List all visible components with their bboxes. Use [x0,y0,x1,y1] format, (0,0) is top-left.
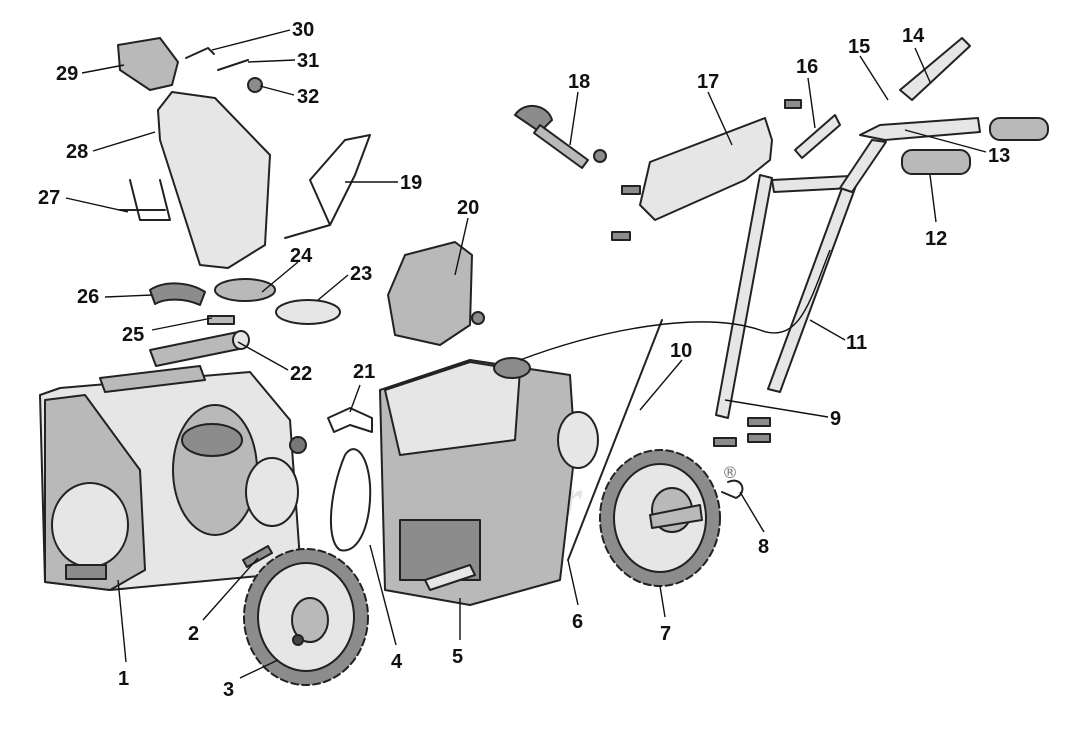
chute-rings [149,278,341,325]
callout-8: 8 [758,536,769,558]
leader-29 [81,64,125,74]
leader-16 [807,77,816,129]
callout-13: 13 [988,145,1010,167]
leader-21 [349,384,361,413]
hardware [471,99,802,447]
leader-25 [151,317,213,331]
callout-25: 25 [122,324,144,346]
leader-31 [247,59,296,63]
leader-lines [65,29,987,679]
shear-bolt [242,545,273,568]
lower-handle [715,174,858,419]
callout-18: 18 [568,71,590,93]
registered-mark: ® [722,463,738,482]
leader-2 [202,557,259,621]
upper-handle [839,117,981,193]
callout-29: 29 [56,63,78,85]
callout-14: 14 [902,25,925,47]
leader-22 [237,341,289,371]
chute-crank [514,105,589,169]
leader-7 [659,585,666,618]
leader-28 [92,131,156,152]
leader-13 [904,129,987,153]
callout-17: 17 [697,71,719,93]
control-cable [519,249,831,361]
chute-handle [185,47,215,59]
chute-top [117,37,179,91]
callout-3: 3 [223,679,234,701]
control-lever-16 [794,114,841,159]
leader-23 [317,274,349,301]
callout-22: 22 [290,363,312,385]
leader-1 [117,579,127,663]
leader-12 [929,174,937,223]
leader-9 [724,399,829,418]
leader-24 [261,261,299,293]
callout-16: 16 [796,56,818,78]
clip-pin [721,479,744,499]
callout-11: 11 [846,332,867,354]
auger-housing [39,365,307,591]
leader-4 [369,544,397,646]
right-wheel [599,449,721,587]
engine [379,357,599,606]
belt-cover [387,241,473,346]
callout-20: 20 [457,197,479,219]
chute-bracket [284,134,371,239]
bracket [327,407,373,433]
leader-30 [211,29,291,51]
callout-27: 27 [38,187,60,209]
wire-bracket [119,179,171,221]
leader-6 [567,559,579,606]
hand-grips [901,117,1049,175]
callout-1: 1 [118,668,129,690]
leader-18 [569,91,579,146]
drive-belt [330,448,372,552]
leader-11 [809,319,846,341]
leader-20 [454,217,469,276]
callout-10: 10 [670,340,692,362]
discharge-chute [157,91,271,269]
pin [217,59,249,71]
callout-6: 6 [572,611,583,633]
callout-15: 15 [848,36,870,58]
callout-30: 30 [292,19,314,41]
callout-9: 9 [830,408,841,430]
callout-23: 23 [350,263,372,285]
leader-27 [65,197,129,213]
auger-key [207,315,235,325]
callout-28: 28 [66,141,88,163]
leader-32 [259,85,295,96]
callout-labels: 1 2 3 4 5 6 7 8 9 10 11 12 13 14 15 16 1… [38,19,1010,701]
spout-part [149,330,250,367]
leader-8 [739,491,765,533]
callout-7: 7 [660,623,671,645]
leader-3 [239,659,279,679]
leader-17 [707,91,733,146]
callout-31: 31 [297,50,319,72]
dash-panel [639,117,773,221]
callout-32: 32 [297,86,319,108]
leader-14 [914,47,931,83]
callout-12: 12 [925,228,947,250]
callout-26: 26 [77,286,99,308]
callout-21: 21 [353,361,375,383]
nut [247,77,263,93]
callout-4: 4 [391,651,403,673]
callout-19: 19 [400,172,422,194]
callout-5: 5 [452,646,463,668]
shift-rod [567,319,663,561]
leader-15 [859,55,889,101]
leader-26 [104,294,153,298]
leader-10 [639,359,683,411]
callout-2: 2 [188,623,199,645]
callout-24: 24 [290,245,313,267]
control-lever-14 [899,37,971,101]
left-wheel [243,548,369,686]
